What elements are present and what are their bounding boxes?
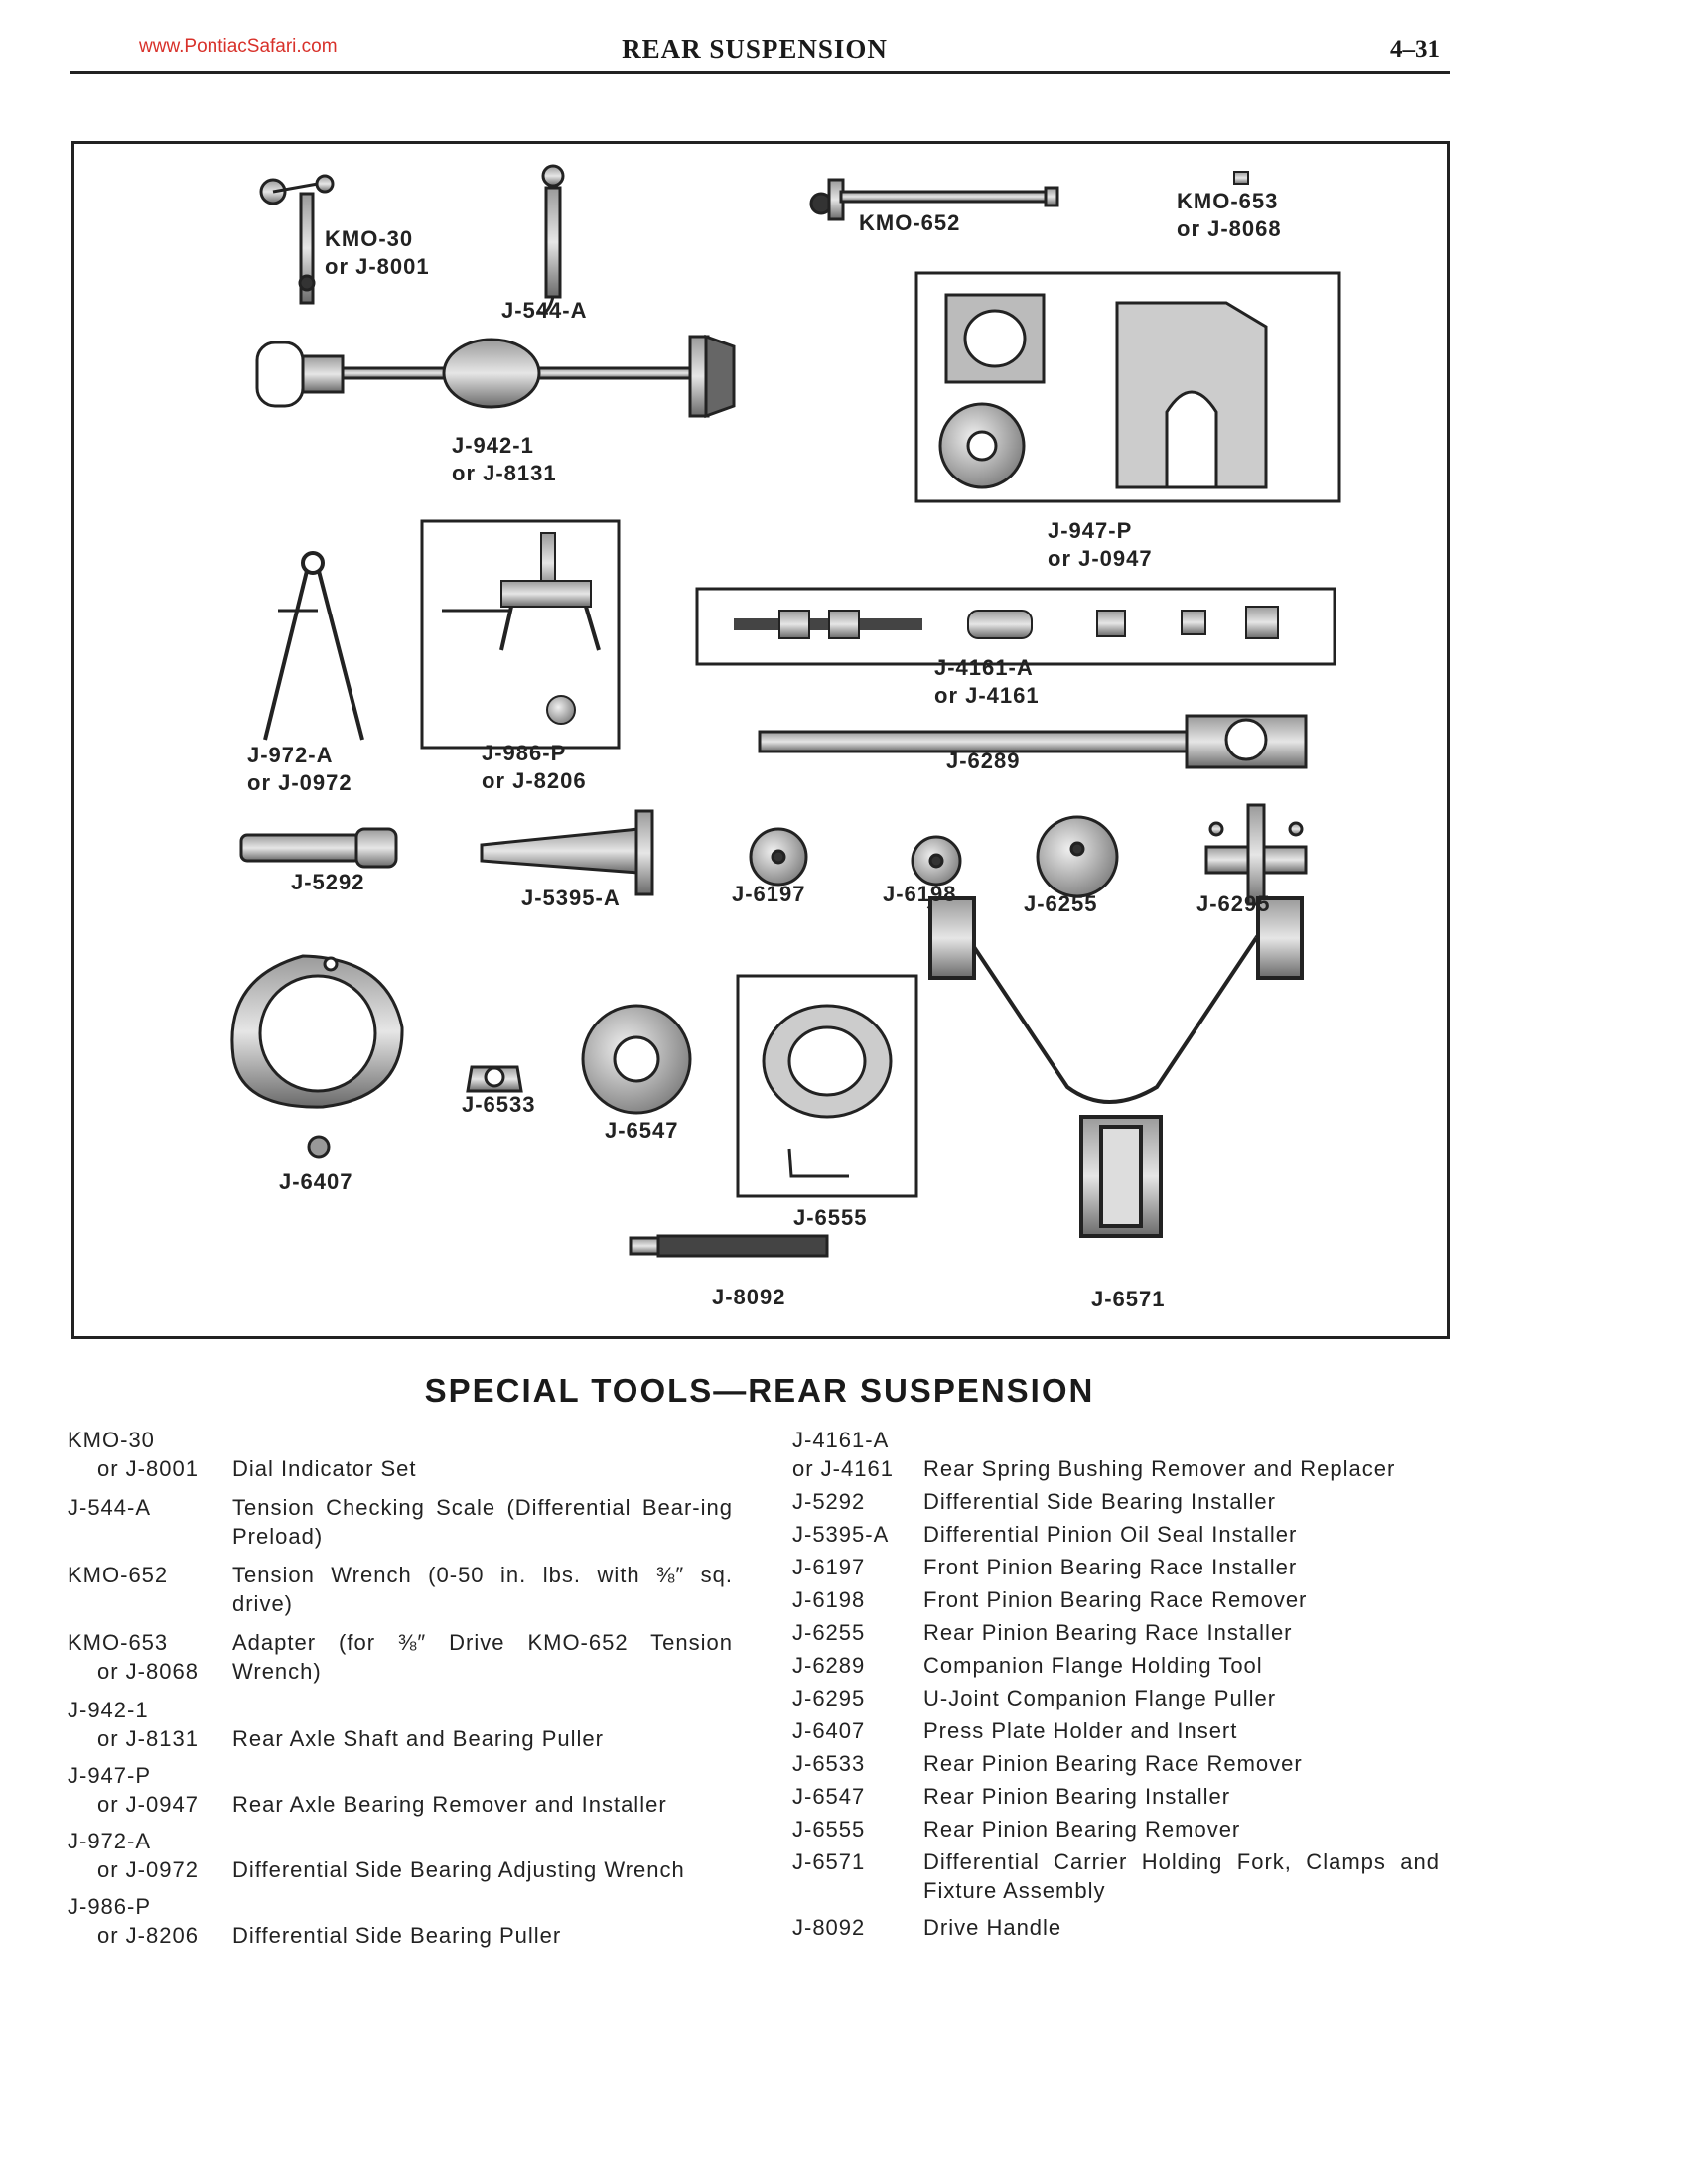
- page-number: 4–31: [1390, 36, 1440, 63]
- label-j6289: J-6289: [946, 749, 1021, 773]
- label-j6571: J-6571: [1091, 1287, 1166, 1311]
- carrier-holding-fork-icon: [926, 896, 1304, 1238]
- header-rule: [70, 71, 1450, 74]
- section-title: SPECIAL TOOLS—REAR SUSPENSION: [424, 1372, 1095, 1409]
- drive-handle-icon: [629, 1234, 829, 1258]
- label-j5395a: J-5395-A: [521, 886, 621, 910]
- label-j6198: J-6198: [883, 882, 957, 906]
- running-head-title: REAR SUSPENSION: [622, 34, 888, 64]
- label-j6533: J-6533: [462, 1092, 536, 1117]
- site-watermark[interactable]: www.PontiacSafari.com: [139, 36, 338, 57]
- race-installer-6255-icon: [1036, 815, 1119, 898]
- side-bearing-puller-icon: [420, 519, 621, 750]
- label-j6295: J-6295: [1196, 891, 1271, 916]
- label-j5292: J-5292: [291, 870, 365, 894]
- race-remover-6198-icon: [911, 835, 962, 887]
- bushing-remover-set-icon: [695, 587, 1336, 666]
- label-j6407: J-6407: [279, 1169, 353, 1194]
- label-j6255: J-6255: [1024, 891, 1098, 916]
- u-joint-flange-puller-icon: [1204, 803, 1308, 906]
- race-installer-6197-icon: [749, 827, 808, 887]
- tools-illustration: [230, 164, 1341, 1258]
- tension-scale-icon: [536, 164, 565, 315]
- race-remover-6533-icon: [466, 1065, 523, 1093]
- adapter-icon: [1233, 171, 1249, 185]
- label-j6547: J-6547: [605, 1118, 679, 1143]
- bearing-installer-6547-icon: [581, 1004, 692, 1115]
- label-kmo652: KMO-652: [859, 210, 961, 235]
- flange-holding-tool-icon: [758, 714, 1308, 769]
- press-plate-holder-icon: [230, 954, 404, 1159]
- side-bearing-installer-icon: [239, 827, 398, 869]
- label-j544a: J-544-A: [501, 298, 588, 323]
- bearing-remover-set-icon: [914, 271, 1341, 503]
- oil-seal-installer-icon: [480, 809, 654, 896]
- bearing-remover-6555-icon: [736, 974, 918, 1198]
- tension-wrench-icon: [809, 178, 1059, 221]
- label-j6197: J-6197: [732, 882, 806, 906]
- slide-hammer-puller-icon: [255, 334, 736, 419]
- label-j8092: J-8092: [712, 1285, 786, 1309]
- adjusting-wrench-icon: [263, 551, 364, 741]
- dial-indicator-icon: [259, 174, 335, 305]
- label-j6555: J-6555: [793, 1205, 868, 1230]
